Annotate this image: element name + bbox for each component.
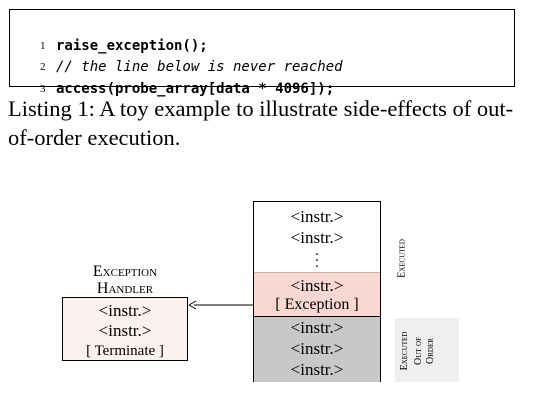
line-number: 3 <box>40 83 46 95</box>
handler-instr: <instr.> <box>98 321 152 340</box>
code-line-1: 1 raise_exception(); <box>24 16 208 54</box>
line-number: 1 <box>40 40 46 52</box>
code-listing: 1 raise_exception(); 2 // the line below i… <box>9 9 515 97</box>
stack-instr: <instr.> <box>290 207 344 226</box>
figure: Exception Handler <instr.> <instr.> [ Te… <box>0 190 533 409</box>
stack-instr: <instr.> <box>290 360 344 379</box>
stack-out-of-order: <instr.> <instr.> <instr.> <box>254 316 380 382</box>
code-comment: // the line below is never reached <box>56 59 343 75</box>
stack-instr: <instr.> <box>290 276 344 295</box>
ooo-label-line1: Executed <box>399 331 410 371</box>
code-text: raise_exception(); <box>56 38 208 54</box>
executed-label: Executed <box>396 239 408 278</box>
handler-instr: <instr.> <box>98 301 152 320</box>
handler-title-line2: Handler <box>96 280 154 297</box>
ooo-label-col3: Order <box>425 306 437 396</box>
code-line-2: 2 // the line below is never reached <box>24 37 343 75</box>
stack-exception: <instr.> [ Exception ] <box>254 272 380 316</box>
arrow-to-handler <box>188 300 253 310</box>
stack-executed: <instr.> <instr.> ··· <box>254 202 380 275</box>
code-text: access(probe_array[data * 4096]); <box>56 81 335 97</box>
instruction-stack: <instr.> <instr.> ··· <instr.> [ Excepti… <box>253 201 381 382</box>
executed-out-of-order-label: Executed <box>399 306 411 396</box>
stack-instr: <instr.> <box>290 318 344 337</box>
stack-instr: <instr.> <box>290 339 344 358</box>
ooo-label-line3: Order <box>425 338 436 364</box>
ooo-label-line2: Out of <box>413 337 424 366</box>
handler-box: <instr.> <instr.> [ Terminate ] <box>62 297 188 361</box>
stack-instr: <instr.> <box>290 228 344 247</box>
line-number: 2 <box>40 61 46 73</box>
handler-terminate: [ Terminate ] <box>86 343 164 359</box>
out-of-order-label-band <box>395 318 459 382</box>
code-line-3: 3 access(probe_array[data * 4096]); <box>24 59 334 97</box>
ooo-label-col2: Out of <box>413 306 425 396</box>
vertical-ellipsis: ··· <box>314 247 320 275</box>
handler-title: Exception Handler <box>60 263 190 297</box>
listing-caption: Listing 1: A toy example to illustrate s… <box>8 96 514 150</box>
exception-label: [ Exception ] <box>275 296 359 313</box>
handler-title-line1: Exception <box>92 263 158 280</box>
